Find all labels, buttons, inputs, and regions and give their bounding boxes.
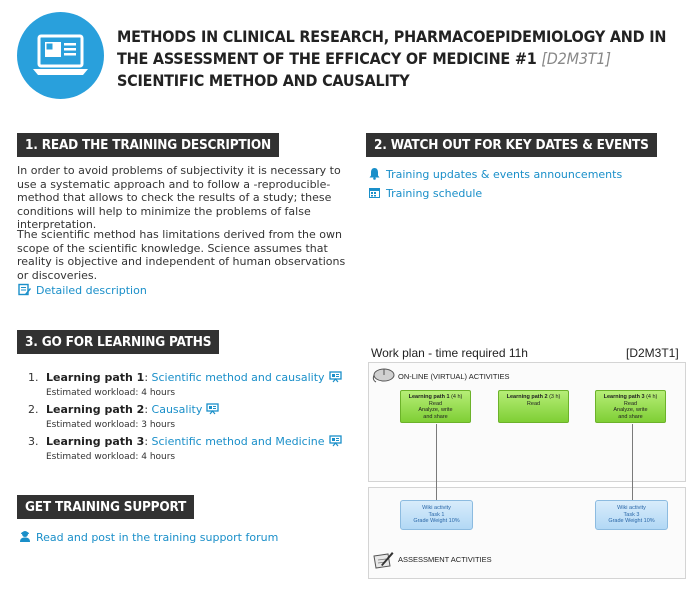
training-updates-label[interactable]: Training updates & events announcements xyxy=(386,168,623,181)
course-title: METHODS IN CLINICAL RESEARCH, PHARMACOEP… xyxy=(117,27,667,68)
training-schedule-link[interactable]: Training schedule xyxy=(368,186,482,201)
path-number: 3. xyxy=(28,435,39,448)
bell-icon xyxy=(369,168,380,180)
learning-path-1-link[interactable]: Scientific method and causality xyxy=(151,371,325,384)
section-heading-dates: 2. WATCH OUT FOR KEY DATES & EVENTS xyxy=(366,133,657,157)
workplan-task-1: Wiki activity Task 1 Grade Weight 10% xyxy=(400,500,473,530)
support-forum-link[interactable]: Read and post in the training support fo… xyxy=(18,530,278,545)
workplan-box-learning-path-2: Learning path 2 (3 h) Read xyxy=(498,390,569,423)
connector-line xyxy=(436,424,437,500)
path-label: Learning path 3 xyxy=(46,435,145,448)
support-icon xyxy=(20,531,30,542)
path-label: Learning path 1 xyxy=(46,371,145,384)
online-activities-label: ON-LINE (VIRTUAL) ACTIVITIES xyxy=(398,372,510,381)
path-workload: Estimated workload: 4 hours xyxy=(46,388,176,398)
list-item: 3. Learning path 3: Scientific method an… xyxy=(28,435,358,467)
section-heading-description: 1. READ THE TRAINING DESCRIPTION xyxy=(17,133,279,157)
mouse-icon xyxy=(372,368,395,383)
detailed-description-link[interactable]: Detailed description xyxy=(18,283,147,298)
training-schedule-label[interactable]: Training schedule xyxy=(386,187,483,200)
learning-path-3-link[interactable]: Scientific method and Medicine xyxy=(151,435,325,448)
workplan-task-3: Wiki activity Task 3 Grade Weight 10% xyxy=(595,500,668,530)
workplan-title: Work plan - time required 11h xyxy=(371,346,528,360)
path-number: 1. xyxy=(28,371,39,384)
presentation-icon xyxy=(33,34,88,75)
presentation-icon[interactable] xyxy=(328,371,342,383)
learning-path-2-link[interactable]: Causality xyxy=(151,403,203,416)
section-heading-learning-paths: 3. GO FOR LEARNING PATHS xyxy=(17,330,220,354)
support-forum-label[interactable]: Read and post in the training support fo… xyxy=(36,531,279,544)
description-paragraph-1: In order to avoid problems of subjectivi… xyxy=(17,164,341,231)
list-item: 1. Learning path 1: Scientific method an… xyxy=(28,371,358,403)
workplan-box-learning-path-1: Learning path 1 (4 h) Read Analyze, writ… xyxy=(400,390,471,423)
learning-paths-list: 1. Learning path 1: Scientific method an… xyxy=(28,371,358,467)
course-subtitle: SCIENTIFIC METHOD AND CAUSALITY xyxy=(117,71,410,90)
path-number: 2. xyxy=(28,403,39,416)
list-item: 2. Learning path 2: Causality Estimated … xyxy=(28,403,358,435)
connector-line xyxy=(632,424,633,500)
path-workload: Estimated workload: 3 hours xyxy=(46,420,176,430)
page-title: METHODS IN CLINICAL RESEARCH, PHARMACOEP… xyxy=(117,26,697,92)
edit-icon xyxy=(18,283,31,296)
workplan-box-learning-path-3: Learning path 3 (4 h) Read Analyze, writ… xyxy=(595,390,666,423)
workplan-code: [D2M3T1] xyxy=(626,346,679,360)
course-code: [D2M3T1] xyxy=(541,49,611,68)
calendar-icon xyxy=(369,188,380,198)
pen-paper-icon xyxy=(373,552,394,569)
path-workload: Estimated workload: 4 hours xyxy=(46,452,176,462)
assessment-activities-label: ASSESSMENT ACTIVITIES xyxy=(398,555,492,564)
presentation-icon[interactable] xyxy=(328,435,342,447)
course-logo xyxy=(17,12,104,99)
detailed-description-label[interactable]: Detailed description xyxy=(36,284,147,297)
description-paragraph-2: The scientific method has limitations de… xyxy=(17,228,346,282)
presentation-icon[interactable] xyxy=(206,403,219,415)
training-updates-link[interactable]: Training updates & events announcements xyxy=(368,167,622,182)
path-label: Learning path 2 xyxy=(46,403,145,416)
section-heading-support: GET TRAINING SUPPORT xyxy=(17,495,195,519)
